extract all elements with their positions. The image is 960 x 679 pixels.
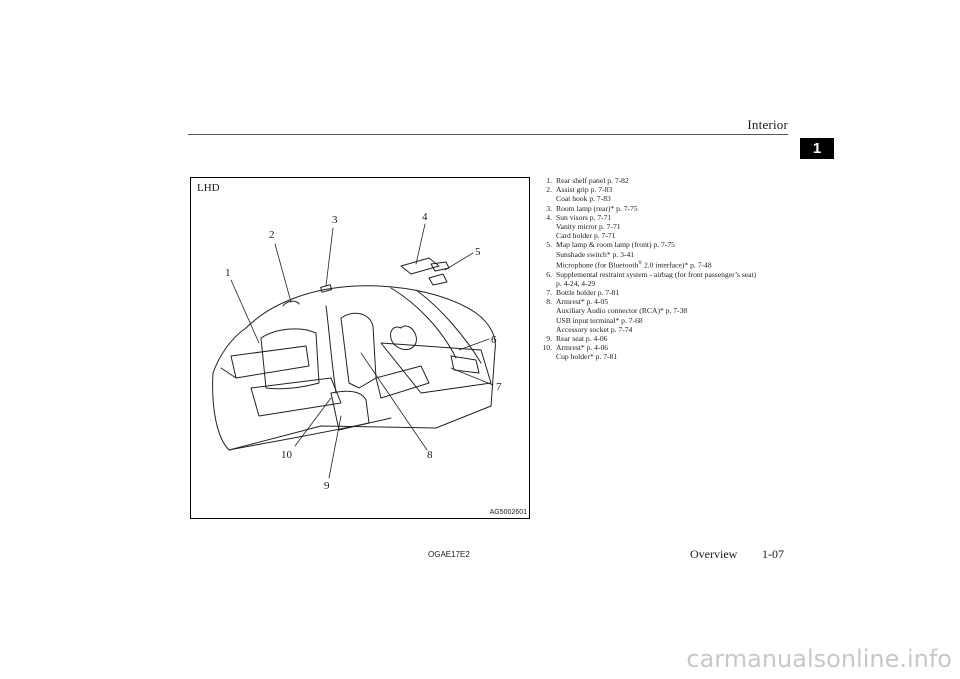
legend-number: 3. [546,203,552,213]
legend-number: 8. [546,297,552,307]
parts-legend: 1. Rear shelf panel p. 7-82 2. Assist gr… [540,176,790,362]
figure-code: AG5002601 [489,509,527,516]
registered-mark: ® [638,260,643,266]
car-interior-drawing [212,223,496,479]
legend-text: Sunshade switch* p. 3-41 [556,249,635,259]
windshield [390,287,482,364]
legend-text-part: Microphone (for Bluetooth [556,260,639,270]
sun-visor-shape [400,257,450,275]
legend-number: 1. [546,176,552,185]
map-lamp-shape [428,273,448,286]
legend-text: Card holder p. 7-71 [556,231,616,241]
leader-6 [458,338,490,351]
leader-9 [328,415,342,479]
callout-6: 6 [491,334,497,346]
figure-label-lhd: LHD [197,182,220,194]
legend-item: 10. Armrest* p. 4-06 Cup holder* p. 7-81 [540,343,790,361]
legend-text: Rear shelf panel p. 7-82 [556,176,629,185]
callout-1: 1 [225,267,231,279]
legend-item: 1. Rear shelf panel p. 7-82 [540,176,790,185]
leader-lines [230,223,494,479]
callout-9: 9 [324,480,330,492]
rear-shelf [220,345,310,379]
b-pillar [325,305,337,394]
leader-5 [444,252,474,271]
legend-number: 6. [546,269,552,279]
callout-2: 2 [269,229,275,241]
legend-text: Rear seat p. 4-06 [556,333,608,343]
leader-8 [360,352,428,451]
legend-text: Sun visors p. 7-71 [556,212,612,222]
legend-text: Supplemental restraint system - airbag (… [556,269,757,279]
floor-line [228,417,392,451]
room-lamp-shape [320,284,333,293]
steering-wheel [390,325,417,351]
legend-item: 5. Map lamp & room lamp (front) p. 7-75 … [540,240,790,269]
dashboard [380,342,492,394]
legend-text: Bottle holder p. 7-81 [556,287,620,297]
section-title: Interior [747,117,788,132]
legend-text: Map lamp & room lamp (front) p. 7-75 [556,240,675,250]
legend-item: 6. Supplemental restraint system - airba… [540,270,790,288]
document-code: OGAE17E2 [428,550,470,559]
page-number: 1-07 [762,547,784,561]
interior-figure: LHD 1 2 3 4 5 6 7 8 9 10 AG5002601 [190,177,530,519]
legend-number: 7. [546,287,552,297]
legend-text: USB input terminal* p. 7-68 [556,315,643,325]
callout-8: 8 [427,449,433,461]
leader-4 [415,223,426,265]
legend-number: 9. [546,333,552,343]
footer-section-title: Overview [690,547,738,561]
rear-seat-cushion [250,377,342,417]
legend-item: 7. Bottle holder p. 7-81 [540,288,790,297]
legend-text-part: 2.0 interface)* p. 7-48 [642,260,712,270]
header-rule [188,134,788,135]
legend-item: 4. Sun visors p. 7-71 Vanity mirror p. 7… [540,213,790,241]
legend-text: Accessory socket p. 7-74 [556,324,633,334]
legend-text: Coat hook p. 7-83 [556,194,611,204]
callout-5: 5 [475,246,481,258]
front-seat [340,312,430,399]
legend-text: Microphone (for Bluetooth® 2.0 interface… [556,259,790,270]
callout-4: 4 [422,211,428,223]
legend-item: 8. Armrest* p. 4-05 Auxiliary Audio conn… [540,297,790,334]
legend-number: 4. [546,212,552,222]
rear-pillar [212,327,247,374]
assist-grip-shape [282,300,300,307]
leader-3 [325,227,334,287]
leader-10 [294,397,332,447]
callout-10: 10 [281,449,292,461]
center-armrest [330,390,370,431]
leader-1 [230,279,260,344]
leader-7 [450,367,494,386]
legend-text: Armrest* p. 4-05 [556,297,609,307]
legend-item: 9. Rear seat p. 4-06 [540,334,790,343]
callout-3: 3 [332,214,338,226]
roof-outline [245,285,496,351]
legend-number: 10. [542,343,553,353]
legend-text: Armrest* p. 4-06 [556,343,609,353]
legend-text: Assist grip p. 7-83 [556,185,613,195]
legend-number: 2. [546,185,552,195]
legend-item: 2. Assist grip p. 7-83 Coat hook p. 7-83 [540,185,790,203]
legend-text: Room lamp (rear)* p. 7-75 [556,203,638,213]
legend-text: p. 4-24, 4-29 [556,278,596,288]
rear-seat [260,328,320,390]
legend-text: Cup holder* p. 7-81 [556,352,618,362]
legend-text: Vanity mirror p. 7-71 [556,222,621,232]
legend-text: Auxiliary Audio connector (RCA)* p. 7-38 [556,306,688,316]
callout-7: 7 [496,381,502,393]
leader-2 [274,243,292,303]
watermark: carmanualsonline.info [686,645,952,673]
legend-number: 5. [546,240,552,250]
chapter-tab[interactable]: 1 [800,138,834,159]
legend-item: 3. Room lamp (rear)* p. 7-75 [540,204,790,213]
body-outline [212,349,496,451]
